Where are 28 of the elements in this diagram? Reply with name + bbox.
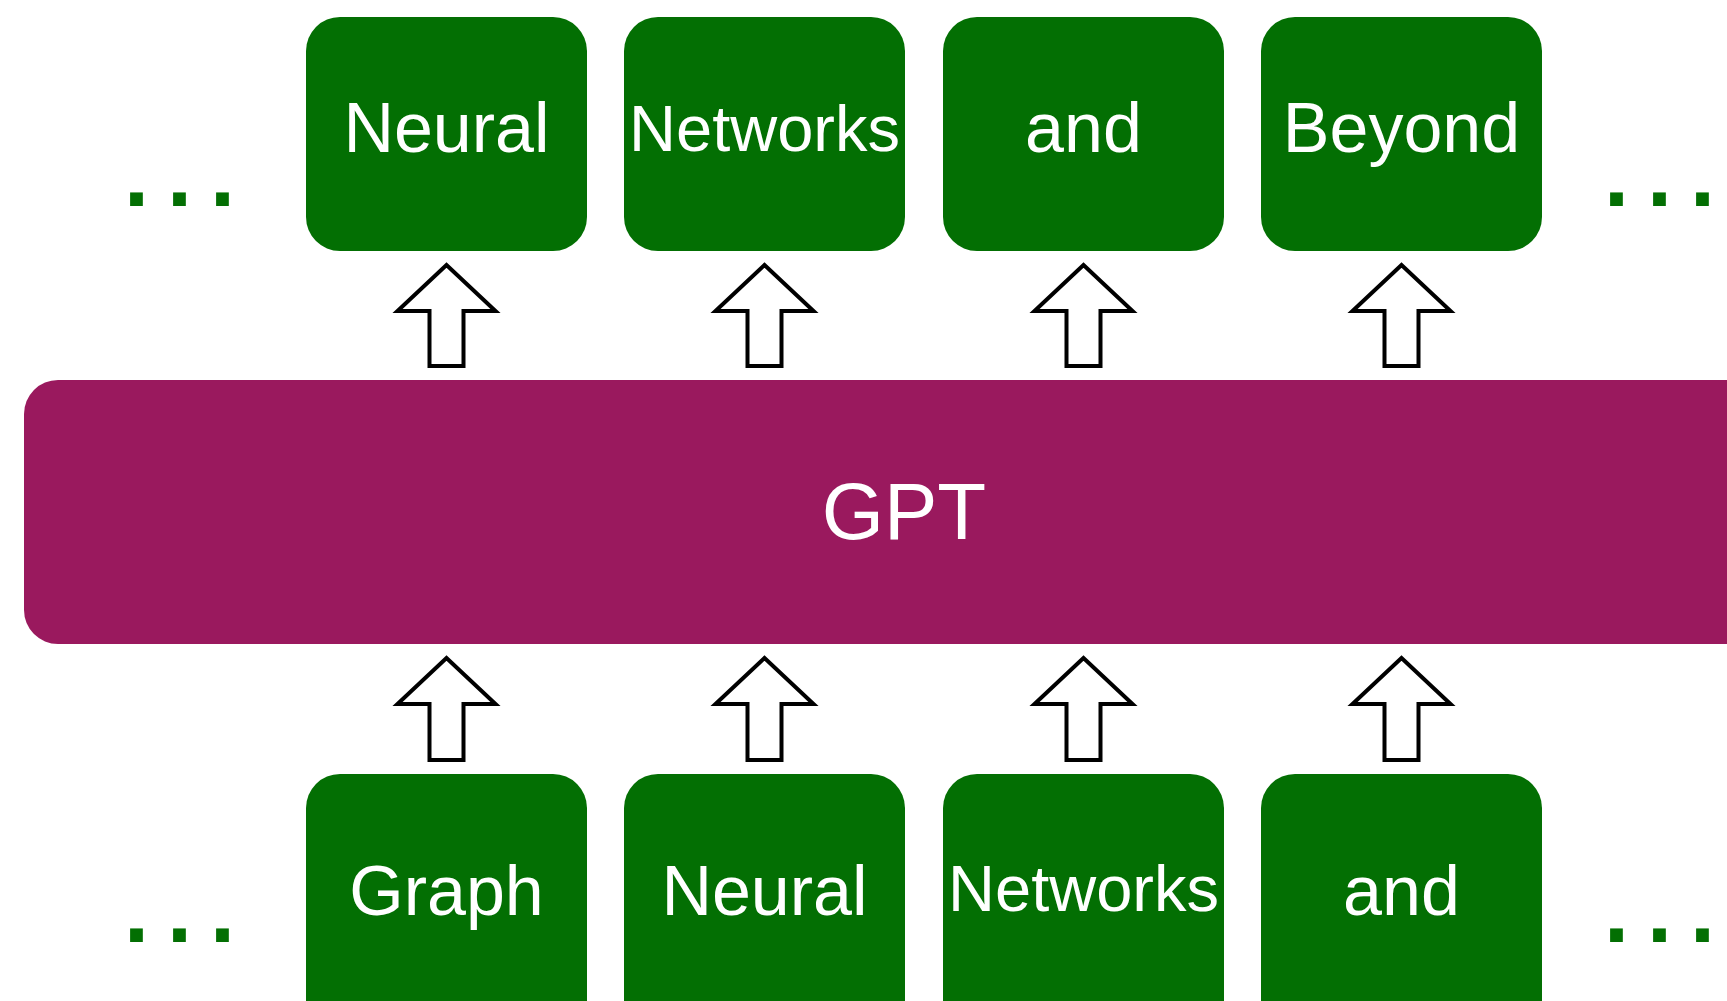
token-text: Networks: [948, 856, 1219, 921]
token-box: [306, 774, 587, 1001]
token-text: Neural: [343, 93, 550, 163]
model-label: GPT: [821, 472, 987, 552]
block-arrow: [1347, 655, 1456, 762]
token-box: [1261, 774, 1542, 1001]
model-box: [24, 380, 1727, 644]
ellipsis-text: ...: [124, 866, 253, 956]
token-text: and: [1343, 856, 1460, 926]
block-arrow: [1347, 262, 1456, 368]
block-arrow: [392, 262, 501, 368]
token-box: [943, 17, 1224, 251]
token-box: [1261, 17, 1542, 251]
token-text: Neural: [661, 856, 868, 926]
block-arrow: [1029, 262, 1138, 368]
token-box: [624, 17, 905, 251]
block-arrow: [710, 655, 819, 762]
ellipsis-text: ...: [1604, 866, 1727, 956]
block-arrow: [710, 262, 819, 368]
ellipsis-text: ...: [124, 130, 253, 220]
ellipsis-text: ...: [1604, 130, 1727, 220]
token-text: and: [1025, 93, 1142, 163]
token-box: [943, 774, 1224, 1001]
block-arrow: [392, 655, 501, 762]
token-box: [624, 774, 905, 1001]
block-arrow: [1029, 655, 1138, 762]
token-text: Networks: [629, 95, 900, 161]
token-box: [306, 17, 587, 251]
